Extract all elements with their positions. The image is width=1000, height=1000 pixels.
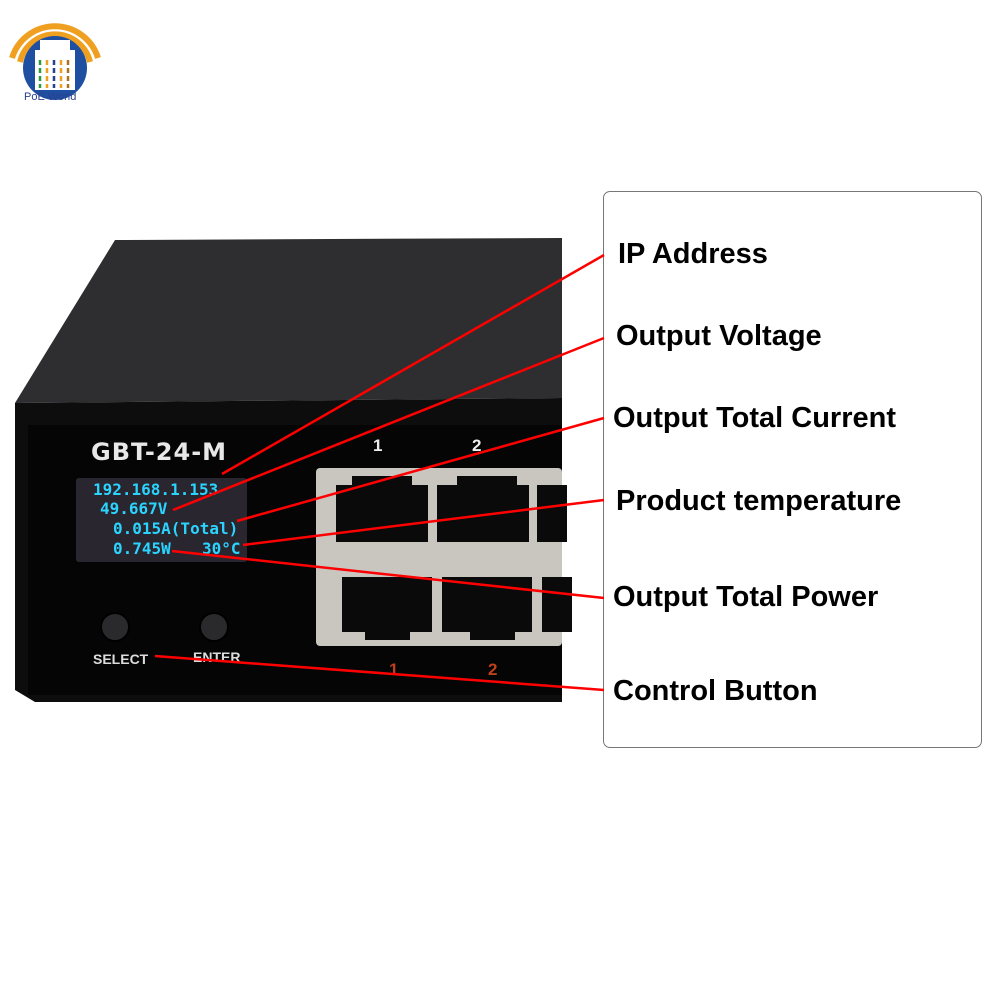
- callout-ip-address: IP Address: [618, 238, 768, 270]
- enter-button-knob: [199, 612, 229, 642]
- display-temperature: 30°C: [202, 539, 241, 558]
- select-button-knob: [100, 612, 130, 642]
- callout-output-power: Output Total Power: [613, 581, 879, 613]
- top-port-number: 2: [472, 436, 482, 455]
- device-top-surface: [15, 238, 562, 403]
- callout-product-temperature: Product temperature: [616, 485, 902, 517]
- display-power: 0.745W: [113, 539, 171, 558]
- bottom-port-number: 2: [488, 660, 498, 679]
- enter-button-label[interactable]: ENTER: [193, 649, 241, 665]
- callout-control-button: Control Button: [613, 675, 818, 707]
- top-port-number: 1: [373, 436, 383, 455]
- poe-world-logo: [9, 23, 101, 100]
- model-label: GBT-24-M: [91, 438, 228, 466]
- callout-output-current: Output Total Current: [613, 402, 896, 434]
- select-button-label[interactable]: SELECT: [93, 651, 149, 667]
- display-ip: 192.168.1.153: [93, 480, 219, 499]
- bottom-port-number: 1: [389, 660, 399, 679]
- callout-output-voltage: Output Voltage: [616, 320, 822, 352]
- oled-display: 192.168.1.153 49.667V 0.015A(Total) 0.74…: [76, 478, 247, 562]
- display-current: 0.015A(Total): [113, 519, 239, 538]
- logo-text: PoE World: [24, 91, 77, 103]
- callout-box: [603, 191, 982, 748]
- display-voltage: 49.667V: [100, 499, 168, 518]
